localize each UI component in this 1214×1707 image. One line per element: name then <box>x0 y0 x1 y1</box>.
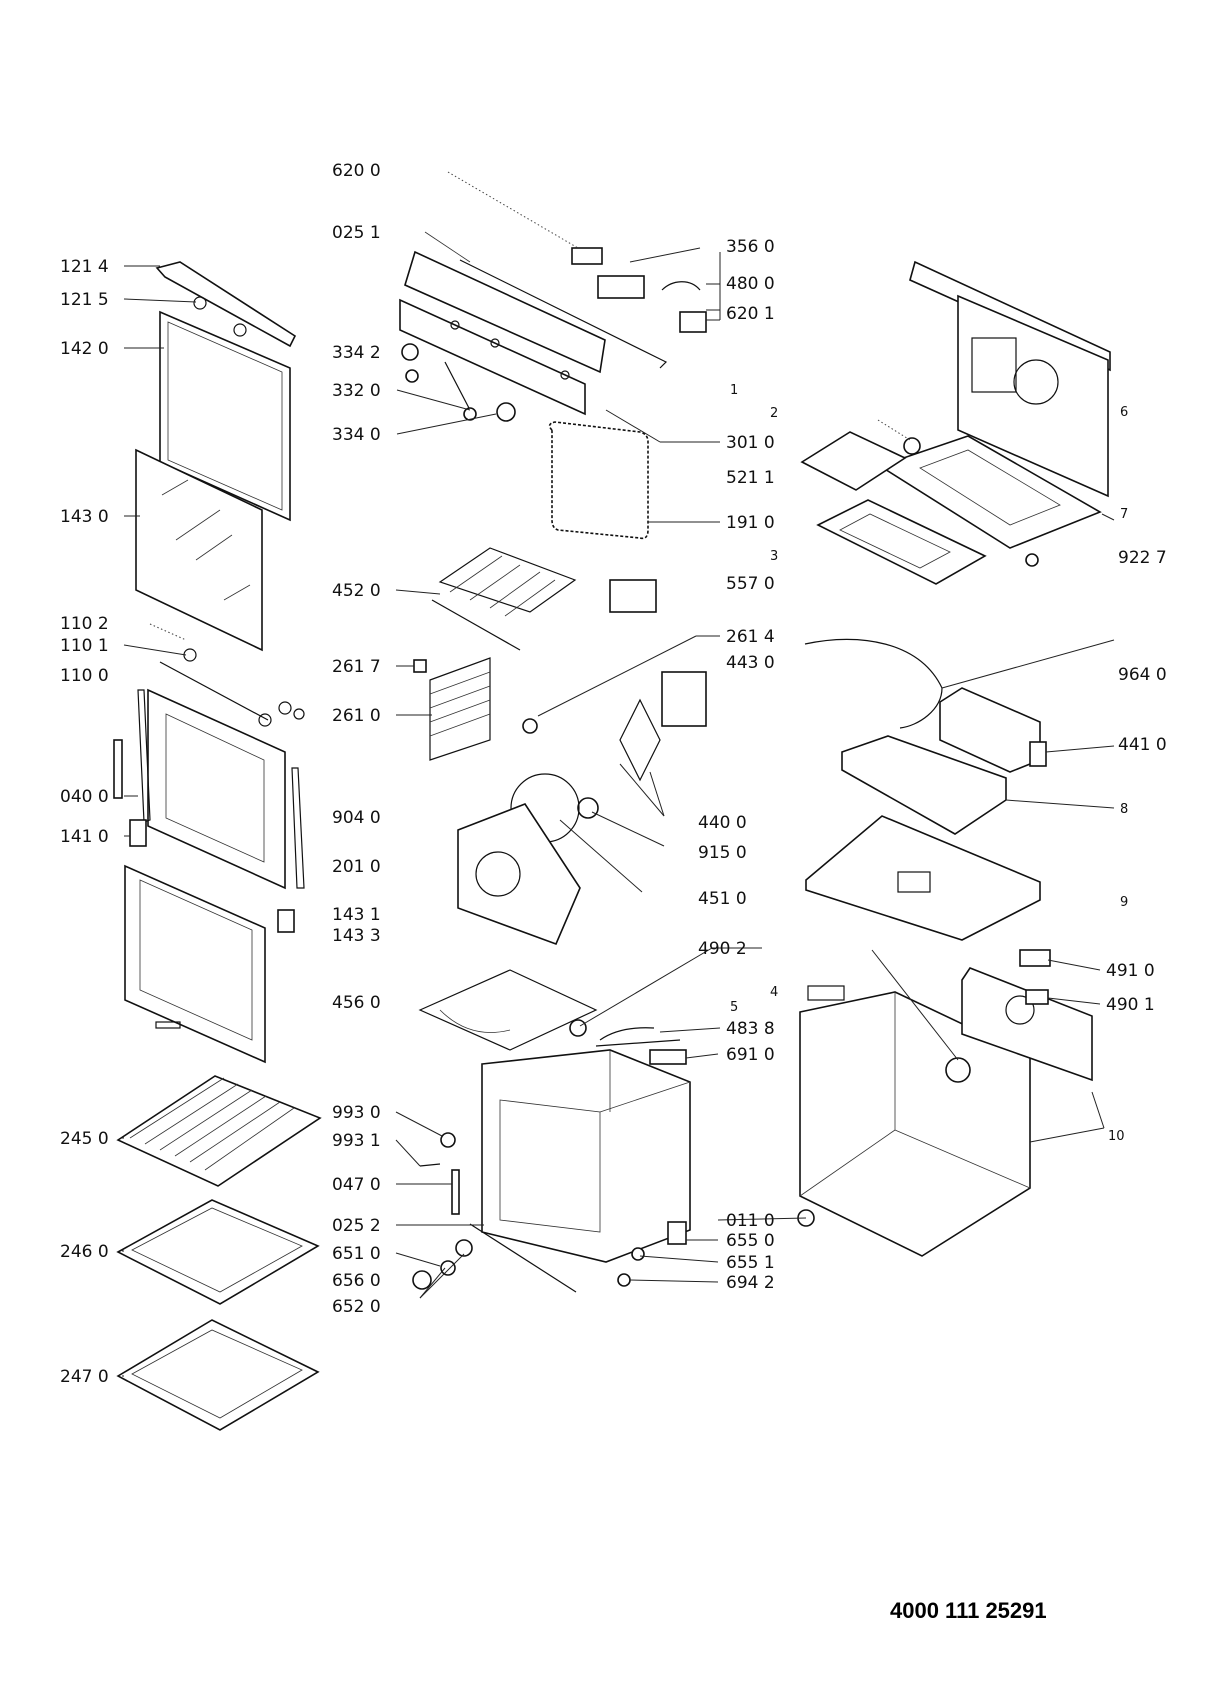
part-label-620-0: 620 0 <box>332 161 381 181</box>
part-label-047-0: 047 0 <box>332 1175 381 1195</box>
part-label-483-8: 483 8 <box>726 1019 775 1039</box>
part-label-246-0: 246 0 <box>60 1242 109 1262</box>
assembly-number-6: 6 <box>1120 405 1128 420</box>
part-label-993-1: 993 1 <box>332 1131 381 1151</box>
part-label-656-0: 656 0 <box>332 1271 381 1291</box>
part-label-655-0: 655 0 <box>726 1231 775 1251</box>
fan-cover <box>457 803 581 946</box>
part-label-915-0: 915 0 <box>698 843 747 863</box>
control-panel <box>399 250 668 416</box>
part-label-334-2: 334 2 <box>332 343 381 363</box>
top-heating-element <box>431 547 657 651</box>
part-label-142-0: 142 0 <box>60 339 109 359</box>
part-label-491-0: 491 0 <box>1106 961 1155 981</box>
part-label-261-7: 261 7 <box>332 657 381 677</box>
assembly-number-8: 8 <box>1120 802 1128 817</box>
door-outer-glass <box>159 310 291 522</box>
part-label-490-1: 490 1 <box>1106 995 1155 1015</box>
oven-seal <box>548 421 649 540</box>
part-label-922-7: 922 7 <box>1118 548 1167 568</box>
part-label-141-0: 141 0 <box>60 827 109 847</box>
small-parts-bottom <box>412 1027 815 1290</box>
part-label-443-0: 443 0 <box>726 653 775 673</box>
part-label-143-3: 143 3 <box>332 926 381 946</box>
part-label-440-0: 440 0 <box>698 813 747 833</box>
part-label-557-0: 557 0 <box>726 574 775 594</box>
part-label-993-0: 993 0 <box>332 1103 381 1123</box>
part-label-451-0: 451 0 <box>698 889 747 909</box>
part-label-441-0: 441 0 <box>1118 735 1167 755</box>
part-label-480-0: 480 0 <box>726 274 775 294</box>
assembly-number-1: 1 <box>730 383 738 398</box>
part-label-652-0: 652 0 <box>332 1297 381 1317</box>
insulation-plate <box>816 499 987 585</box>
baking-tray <box>116 1199 320 1305</box>
part-label-691-0: 691 0 <box>726 1045 775 1065</box>
part-label-301-0: 301 0 <box>726 433 775 453</box>
part-label-245-0: 245 0 <box>60 1129 109 1149</box>
part-label-121-4: 121 4 <box>60 257 109 277</box>
part-label-456-0: 456 0 <box>332 993 381 1013</box>
knobs-and-spindle <box>401 343 516 422</box>
fan-motor-assembly <box>510 671 707 843</box>
wire-shelf <box>116 1075 322 1187</box>
shelf-runners <box>413 657 491 761</box>
part-label-110-0: 110 0 <box>60 666 109 686</box>
control-bracket <box>800 431 921 491</box>
part-label-121-5: 121 5 <box>60 290 109 310</box>
electronic-module <box>571 247 707 333</box>
side-panel-module <box>961 949 1093 1082</box>
assembly-number-9: 9 <box>1120 895 1128 910</box>
rear-panel <box>909 260 1111 498</box>
top-plate <box>878 435 1102 567</box>
part-label-143-1: 143 1 <box>332 905 381 925</box>
part-label-011-0: 011 0 <box>726 1211 775 1231</box>
part-label-620-1: 620 1 <box>726 304 775 324</box>
document-number: 4000 111 25291 <box>890 1598 1047 1623</box>
assembly-number-7: 7 <box>1120 507 1128 522</box>
assembly-number-5: 5 <box>730 1000 738 1015</box>
part-label-964-0: 964 0 <box>1118 665 1167 685</box>
part-label-143-0: 143 0 <box>60 507 109 527</box>
part-label-332-0: 332 0 <box>332 381 381 401</box>
part-label-334-0: 334 0 <box>332 425 381 445</box>
part-label-356-0: 356 0 <box>726 237 775 257</box>
part-label-904-0: 904 0 <box>332 808 381 828</box>
part-label-261-0: 261 0 <box>332 706 381 726</box>
part-label-040-0: 040 0 <box>60 787 109 807</box>
part-label-110-1: 110 1 <box>60 636 109 656</box>
part-label-490-2: 490 2 <box>698 939 747 959</box>
bottom-plate <box>805 815 1041 941</box>
part-label-655-1: 655 1 <box>726 1253 775 1273</box>
oven-cavity <box>469 1049 691 1293</box>
part-drawings <box>113 247 1111 1431</box>
leader-lines <box>122 171 1115 1377</box>
door-middle-frame <box>137 688 305 890</box>
door-inner-panel <box>124 864 266 1064</box>
door-inner-glass <box>135 448 263 652</box>
part-label-651-0: 651 0 <box>332 1244 381 1264</box>
part-label-452-0: 452 0 <box>332 581 381 601</box>
assembly-number-10: 10 <box>1108 1129 1125 1144</box>
cooling-fan-tangential <box>804 638 1047 773</box>
part-label-201-0: 201 0 <box>332 857 381 877</box>
part-label-694-2: 694 2 <box>726 1273 775 1293</box>
assembly-number-3: 3 <box>770 549 778 564</box>
bottom-heating-element <box>418 969 598 1051</box>
part-label-025-2: 025 2 <box>332 1216 381 1236</box>
part-label-247-0: 247 0 <box>60 1367 109 1387</box>
part-label-521-1: 521 1 <box>726 468 775 488</box>
door-top-trim <box>155 261 297 348</box>
door-side-hinges <box>113 739 295 933</box>
part-label-261-4: 261 4 <box>726 627 775 647</box>
deep-tray <box>116 1319 320 1431</box>
part-label-191-0: 191 0 <box>726 513 775 533</box>
part-label-025-1: 025 1 <box>332 223 381 243</box>
part-labels: 620 0 025 1 356 0 480 0 620 1 121 4 121 … <box>60 161 1167 1623</box>
oven-housing <box>799 985 1031 1257</box>
part-label-110-2: 110 2 <box>60 614 109 634</box>
assembly-number-2: 2 <box>770 406 778 421</box>
assembly-number-4: 4 <box>770 985 778 1000</box>
